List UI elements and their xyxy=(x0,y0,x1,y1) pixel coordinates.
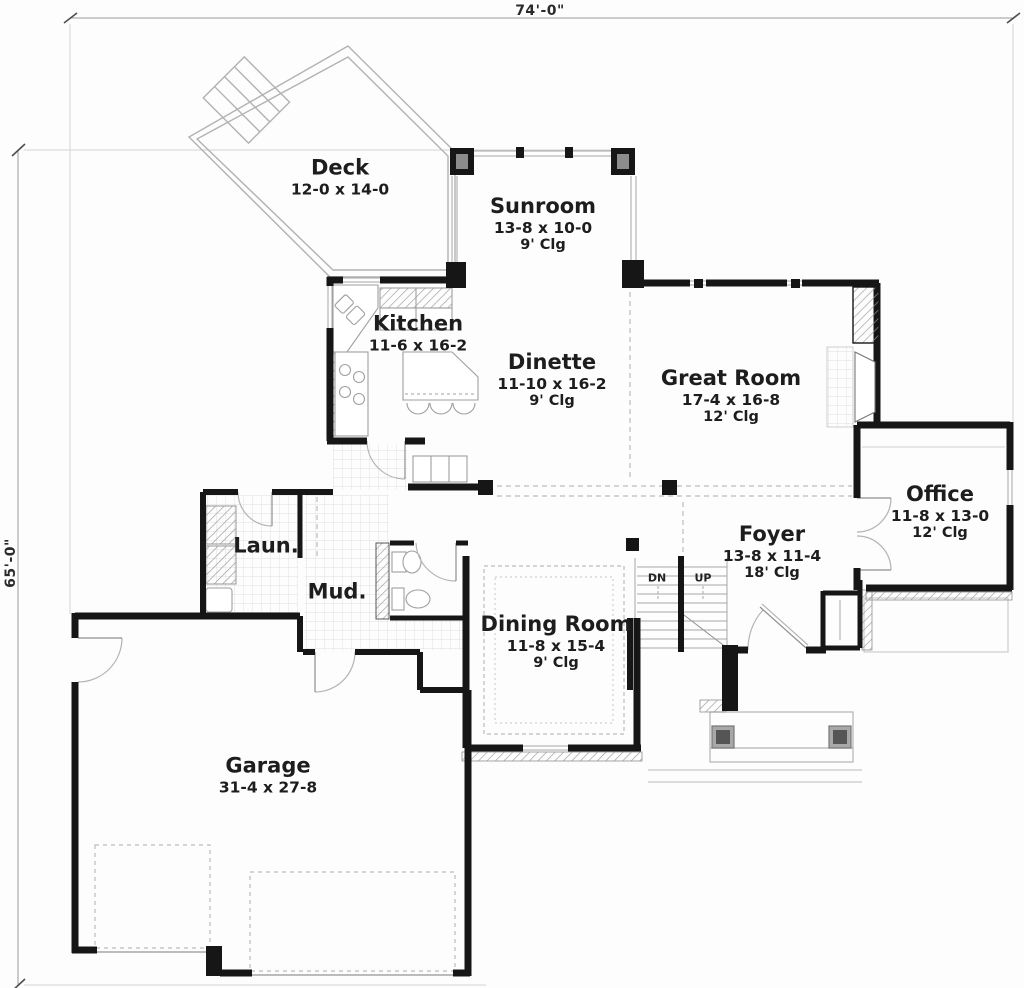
kitchen-fixtures xyxy=(326,284,479,483)
room-label-foyer: Foyer 13-8 x 11-4 18' Clg xyxy=(722,521,822,581)
dimension-lines xyxy=(11,12,1021,988)
room-label-great-room: Great Room 17-4 x 16-8 12' Clg xyxy=(660,365,802,425)
staircase xyxy=(626,538,728,652)
overall-height-dimension: 65'-0" xyxy=(3,538,19,588)
room-label-deck: Deck 12-0 x 14-0 xyxy=(290,155,390,199)
room-label-dining-room: Dining Room 11-8 x 15-4 9' Clg xyxy=(480,611,632,671)
porch xyxy=(461,589,1013,783)
room-label-office: Office 11-8 x 13-0 12' Clg xyxy=(890,481,990,541)
walls xyxy=(71,276,1014,977)
stairs-down-label: DN xyxy=(647,571,667,585)
dashed-lines xyxy=(94,292,852,972)
utility-fixtures xyxy=(205,505,431,613)
room-label-kitchen: Kitchen 11-6 x 16-2 xyxy=(368,311,468,355)
wall-accents xyxy=(206,147,880,976)
stairs-up-label: UP xyxy=(694,571,712,585)
overall-width-dimension: 74'-0" xyxy=(515,3,565,19)
door-swings xyxy=(77,440,892,693)
room-label-laundry: Laun. xyxy=(233,533,299,558)
room-label-mud: Mud. xyxy=(307,579,367,604)
room-label-sunroom: Sunroom 13-8 x 10-0 9' Clg xyxy=(489,193,597,253)
room-label-dinette: Dinette 11-10 x 16-2 9' Clg xyxy=(497,349,607,409)
room-label-garage: Garage 31-4 x 27-8 xyxy=(218,753,318,797)
